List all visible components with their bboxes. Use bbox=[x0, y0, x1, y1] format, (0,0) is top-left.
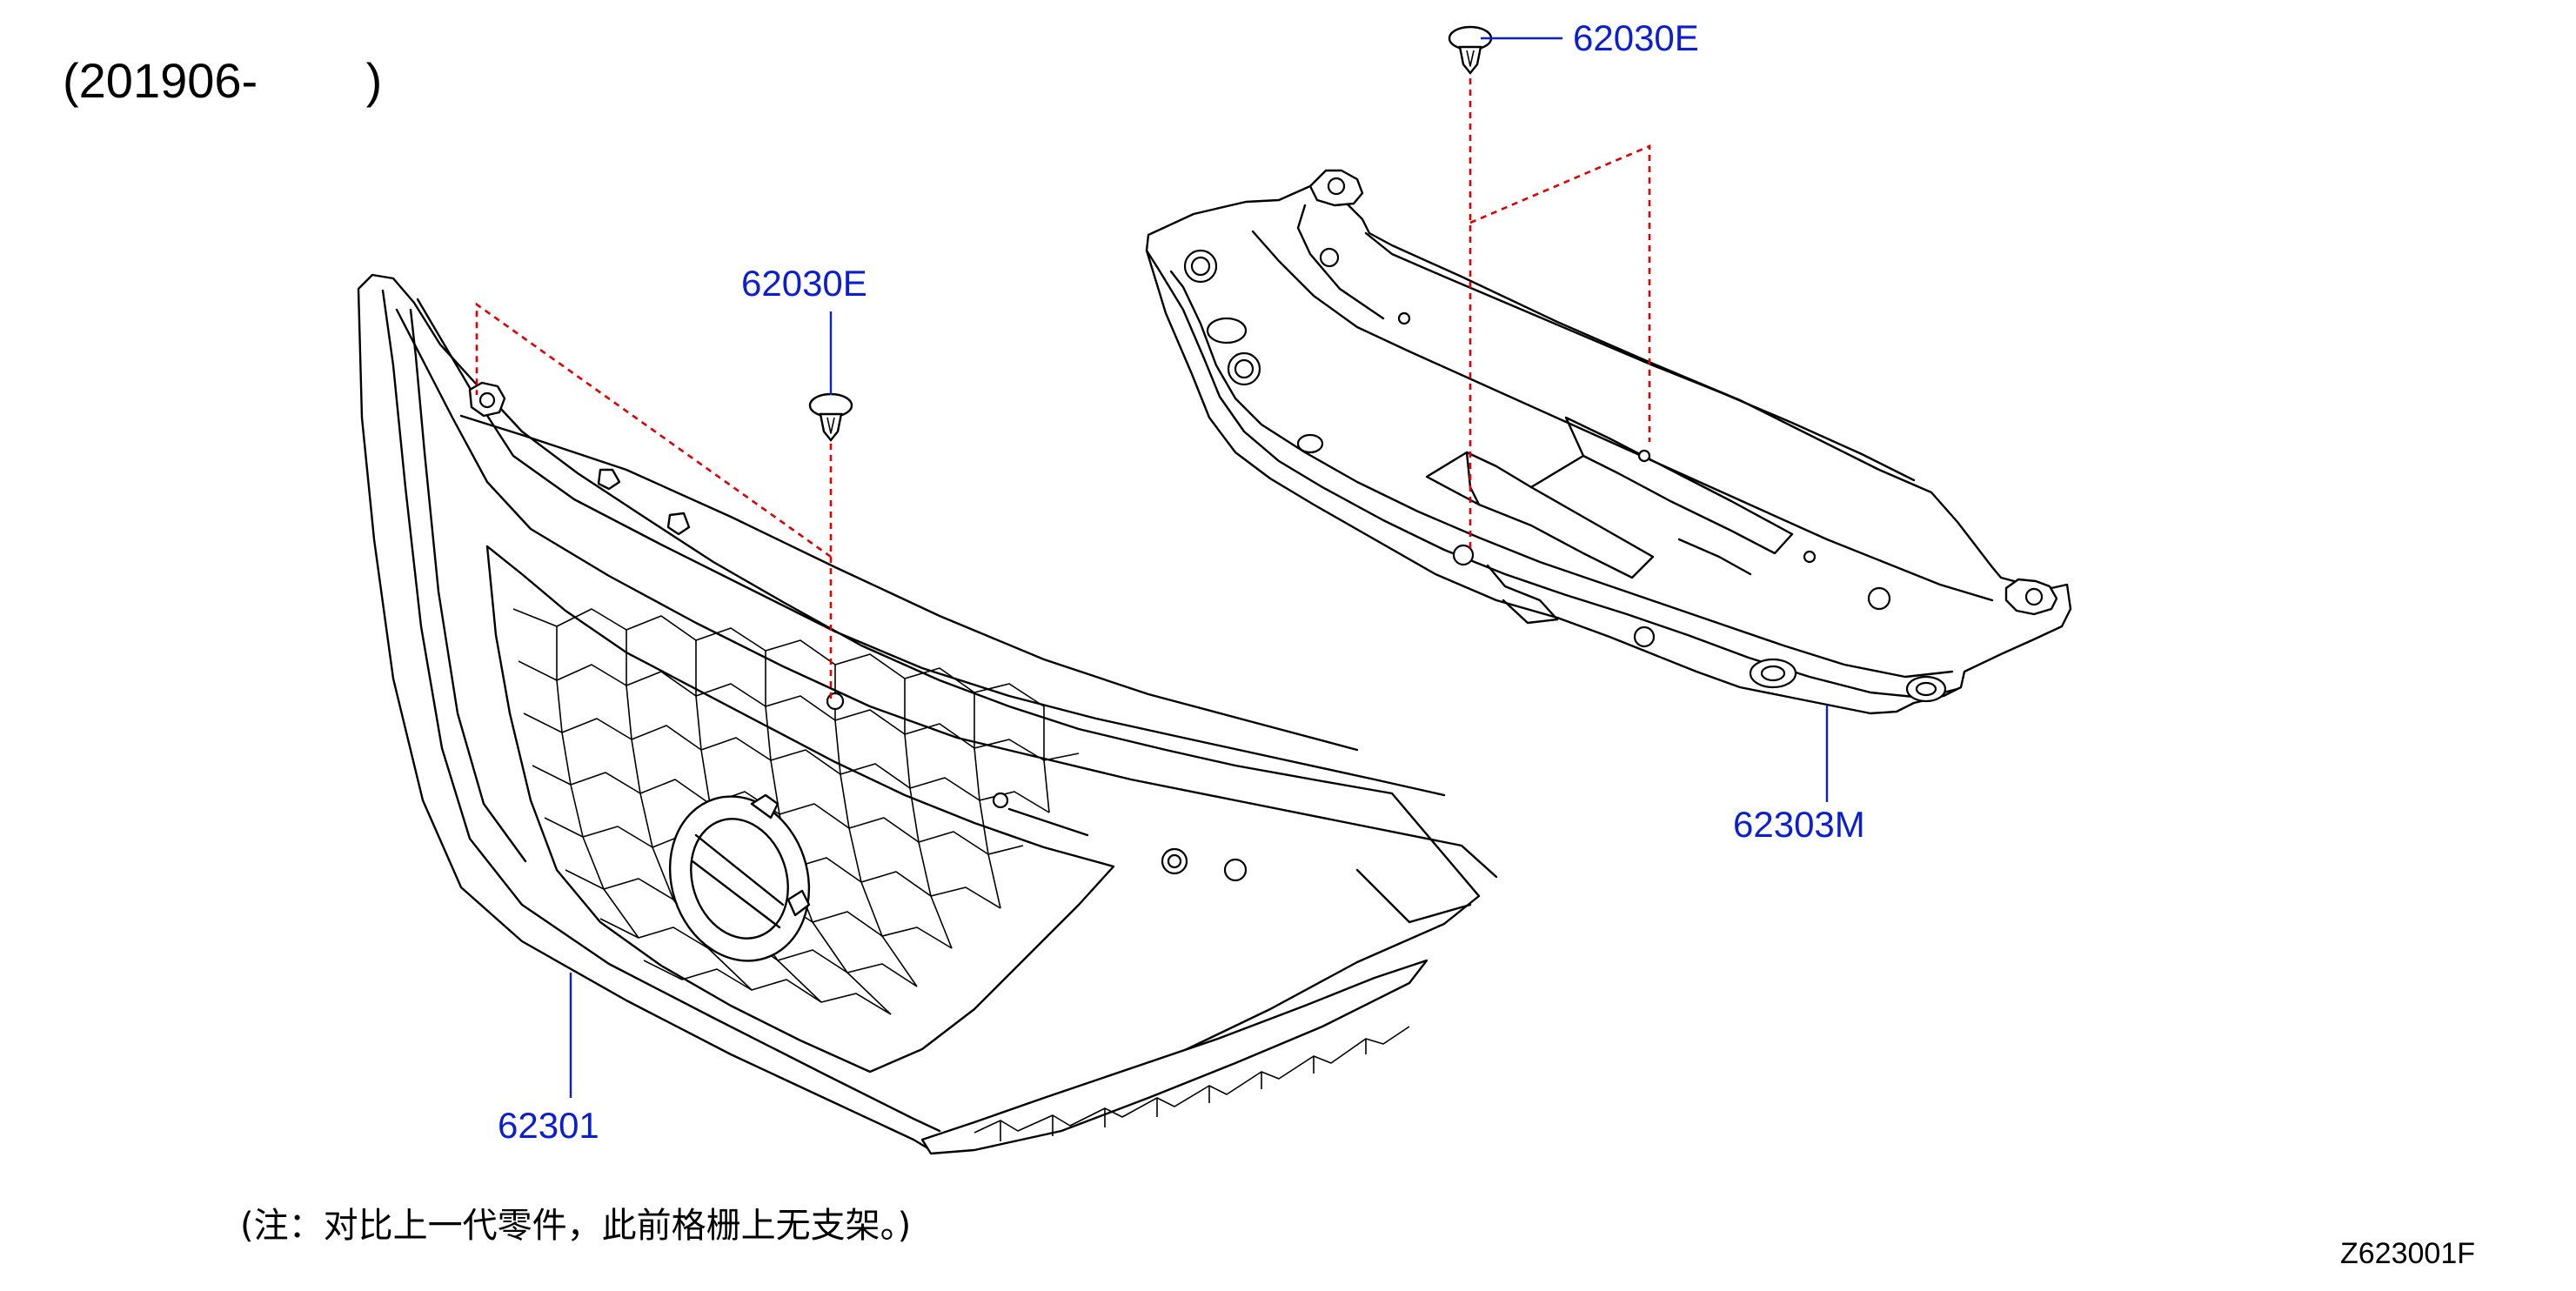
clip-top-drawing[interactable] bbox=[1448, 25, 1493, 75]
callouts bbox=[569, 37, 1829, 1098]
footnote: (注：对比上一代零件，此前格栅上无支架。) bbox=[240, 1206, 911, 1246]
grille-bracket-drawing[interactable] bbox=[1145, 169, 2072, 715]
diagram-code: Z623001F bbox=[2340, 1237, 2475, 1270]
date-range: (201906- ) bbox=[63, 53, 382, 108]
clip-left-drawing[interactable] bbox=[808, 392, 853, 442]
part-label-grille-bracket[interactable]: 62303M bbox=[1733, 804, 1865, 845]
part-label-grille[interactable]: 62301 bbox=[498, 1105, 599, 1146]
part-label-clip-top[interactable]: 62030E bbox=[1573, 17, 1699, 58]
grille-mesh bbox=[512, 608, 1080, 1015]
grille-drawing[interactable] bbox=[357, 273, 1498, 1155]
guide-lines bbox=[475, 78, 1651, 699]
part-label-clip-left[interactable]: 62030E bbox=[741, 263, 867, 304]
